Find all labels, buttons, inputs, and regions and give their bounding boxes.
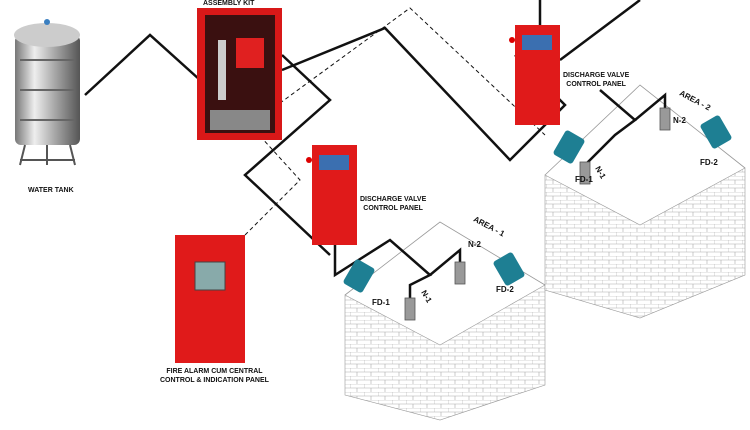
label-line: CONTROL PANEL — [363, 205, 423, 212]
discharge-valve-panel-area-2 — [509, 25, 560, 125]
water-tank-label: WATER TANK — [28, 187, 74, 194]
fire-alarm-panel — [175, 235, 245, 363]
nozzle-n1-area1 — [404, 297, 416, 321]
detector-fd1-area2 — [553, 130, 585, 164]
signal-cable — [244, 7, 546, 236]
fd2-area1-label: FD-2 — [496, 285, 514, 294]
n2-area1-label: N-2 — [468, 240, 481, 249]
label-line: FIRE ALARM CUM CENTRAL — [166, 368, 263, 375]
assembly-kit — [197, 8, 282, 140]
fire-alarm-panel-label: FIRE ALARM CUM CENTRAL CONTROL & INDICATI… — [160, 367, 269, 385]
detector-fd1-area1 — [343, 259, 375, 293]
detector-fd2-area1 — [493, 252, 525, 286]
fd2-area2-label: FD-2 — [700, 158, 718, 167]
label-line: DISCHARGE VALVE — [360, 196, 427, 203]
n2-area2-label: N-2 — [673, 116, 686, 125]
assembly-kit-label: ASSEMBLY KIT — [203, 0, 255, 7]
water-tank — [14, 19, 80, 166]
nozzle-n2-area2 — [659, 107, 671, 131]
label-line: CONTROL & INDICATION PANEL — [160, 377, 269, 384]
area-1-wall — [344, 284, 546, 421]
nozzle-n1-area2 — [579, 161, 591, 185]
dvcp-2-label: DISCHARGE VALVE CONTROL PANEL — [563, 71, 629, 89]
fd1-area2-label: FD-1 — [575, 175, 593, 184]
nozzle-n2-area1 — [454, 261, 466, 285]
label-line: DISCHARGE VALVE — [563, 72, 630, 79]
dvcp-1-label: DISCHARGE VALVE CONTROL PANEL — [360, 195, 426, 213]
label-line: CONTROL PANEL — [566, 81, 626, 88]
area-2-wall — [544, 167, 746, 319]
discharge-valve-panel-area-1 — [306, 145, 357, 245]
fd1-area1-label: FD-1 — [372, 298, 390, 307]
detector-fd2-area2 — [700, 115, 732, 149]
